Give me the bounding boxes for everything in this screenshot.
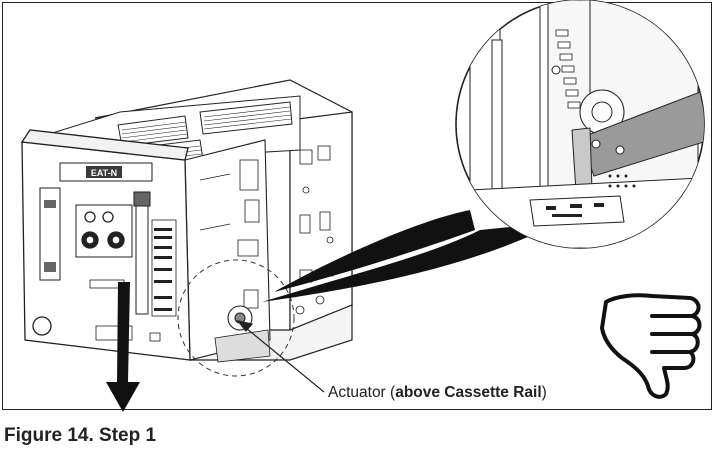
magnifier-cone xyxy=(262,222,560,302)
breaker-side xyxy=(184,139,271,363)
down-arrow-icon xyxy=(106,282,140,412)
figure-caption: Figure 14. Step 1 xyxy=(4,425,157,446)
illustration-frame xyxy=(2,2,712,410)
breaker-front: EAT-N xyxy=(20,129,191,361)
thumbs-down-icon xyxy=(600,293,702,399)
callout-prefix: Actuator ( xyxy=(328,384,396,401)
callout-bold: above Cassette Rail xyxy=(395,384,542,401)
actuator-highlight-circle xyxy=(177,259,295,377)
actuator-callout: Actuator (above Cassette Rail) xyxy=(328,384,547,402)
callout-pointer xyxy=(236,320,325,393)
magnifier-circle-icon xyxy=(455,0,705,249)
callout-suffix: ) xyxy=(541,384,547,401)
brand-logo: EAT-N xyxy=(91,168,117,178)
